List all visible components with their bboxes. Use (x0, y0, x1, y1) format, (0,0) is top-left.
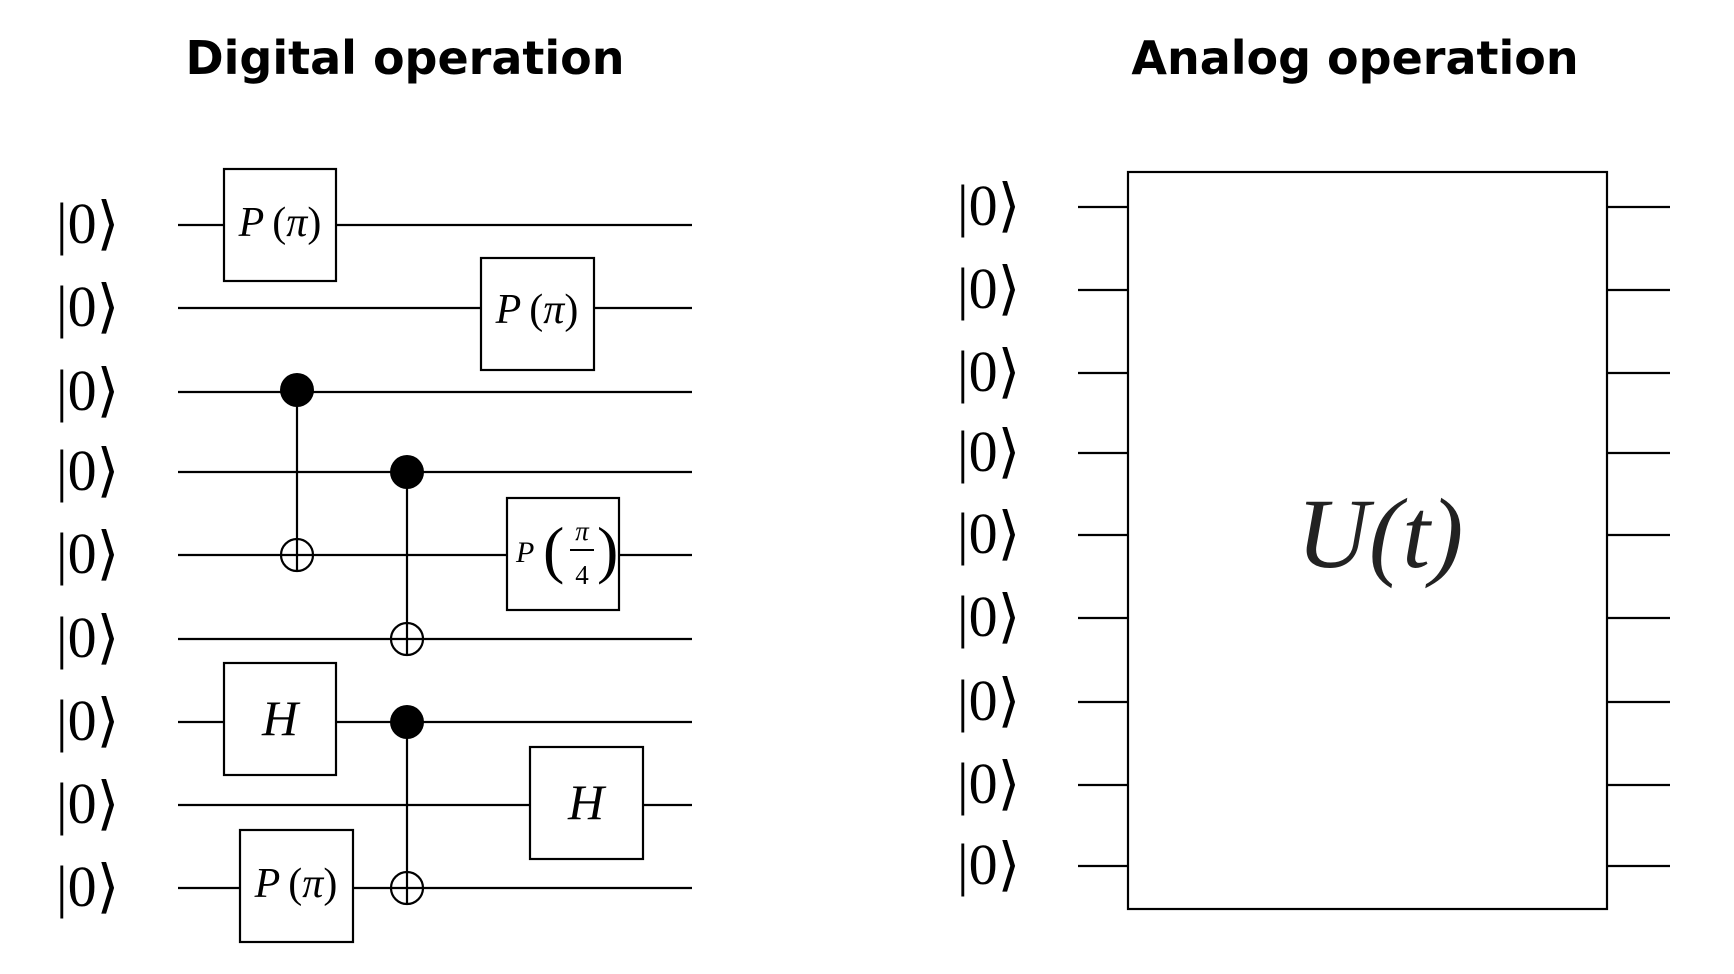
analog-ket-4: |0⟩ (957, 501, 1020, 566)
analog-ket-2: |0⟩ (957, 339, 1020, 404)
digital-ket-2: |0⟩ (56, 358, 119, 423)
analog-ket-3: |0⟩ (957, 419, 1020, 484)
analog-ket-1: |0⟩ (957, 256, 1020, 321)
digital-ket-0: |0⟩ (56, 191, 119, 256)
control-dot (280, 373, 314, 407)
gate-label: P (495, 287, 522, 333)
phase-gate-q8: P(π) (238, 828, 355, 944)
svg-text:): ) (597, 514, 618, 585)
gate-arg: π (286, 200, 308, 246)
gate-label: P (515, 536, 534, 569)
svg-text:(: ( (543, 514, 564, 585)
phase-gate-q1: P(π) (479, 256, 596, 372)
analog-ket-8: |0⟩ (957, 832, 1020, 897)
gate-label: H (567, 774, 607, 830)
cnot-gate-3-5 (389, 455, 425, 657)
gate-arg-numerator: π (575, 516, 590, 546)
phase-gate-q4: P ( π 4 ) (505, 496, 621, 612)
analog-title: Analog operation (1131, 31, 1578, 85)
analog-ket-7: |0⟩ (957, 751, 1020, 816)
unitary-block: U(t) (1126, 170, 1609, 911)
analog-kets: |0⟩ |0⟩ |0⟩ |0⟩ |0⟩ |0⟩ |0⟩ |0⟩ |0⟩ (957, 173, 1020, 897)
gate-arg: π (302, 861, 324, 907)
hadamard-gate-q7: H (528, 745, 645, 861)
digital-kets: |0⟩ |0⟩ |0⟩ |0⟩ |0⟩ |0⟩ |0⟩ |0⟩ |0⟩ (56, 191, 119, 919)
cnot-gate-2-4 (279, 373, 315, 573)
digital-ket-5: |0⟩ (56, 605, 119, 670)
digital-circuit: |0⟩ |0⟩ |0⟩ |0⟩ |0⟩ |0⟩ |0⟩ |0⟩ |0⟩ (56, 167, 692, 944)
digital-ket-8: |0⟩ (56, 854, 119, 919)
digital-ket-1: |0⟩ (56, 274, 119, 339)
gate-label: H (261, 690, 301, 746)
digital-ket-7: |0⟩ (56, 771, 119, 836)
digital-title: Digital operation (185, 31, 624, 85)
digital-ket-6: |0⟩ (56, 688, 119, 753)
svg-text:P(π): P(π) (238, 200, 322, 246)
digital-ket-3: |0⟩ (56, 438, 119, 503)
analog-ket-6: |0⟩ (957, 668, 1020, 733)
svg-text:P(π): P(π) (495, 287, 579, 333)
phase-gate-q0: P(π) (222, 167, 338, 283)
gate-arg: π (543, 287, 565, 333)
analog-wires (1078, 205, 1670, 868)
analog-ket-5: |0⟩ (957, 584, 1020, 649)
unitary-label: U(t) (1297, 478, 1464, 589)
hadamard-gate-q6: H (222, 661, 338, 777)
control-dot (390, 705, 424, 739)
svg-text:P(π): P(π) (254, 861, 338, 907)
cnot-gate-6-8 (389, 705, 425, 906)
digital-ket-4: |0⟩ (56, 521, 119, 586)
gate-label: P (254, 861, 281, 907)
gate-label: P (238, 200, 265, 246)
analog-ket-0: |0⟩ (957, 173, 1020, 238)
gate-arg-denominator: 4 (575, 560, 589, 590)
analog-circuit: |0⟩ |0⟩ |0⟩ |0⟩ |0⟩ |0⟩ |0⟩ |0⟩ |0⟩ (957, 170, 1670, 911)
control-dot (390, 455, 424, 489)
